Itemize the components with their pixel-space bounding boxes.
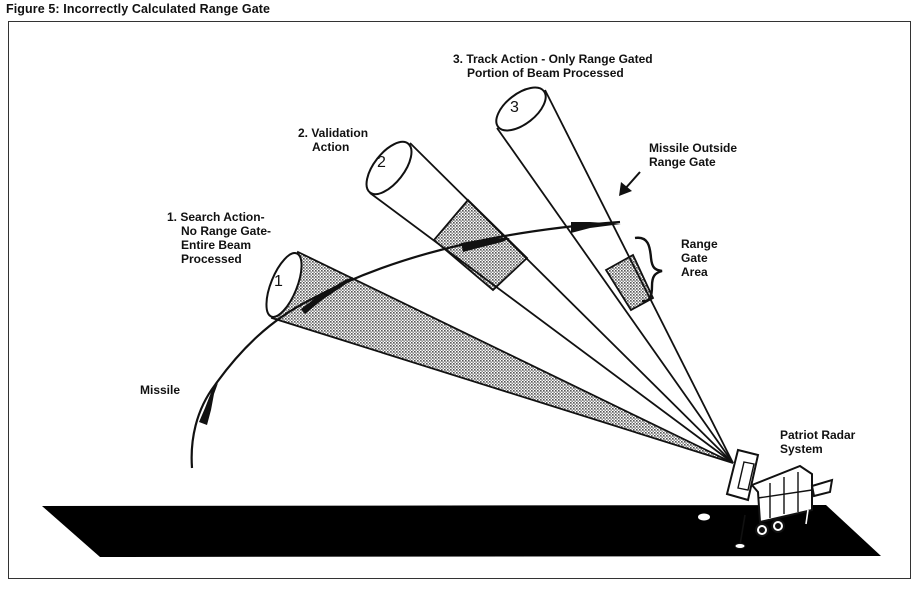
beam-3-label: 3. Track Action - Only Range Gated Porti… <box>453 52 653 80</box>
missile-icon-beam-2 <box>461 238 510 252</box>
beam-1-label: 1. Search Action- No Range Gate- Entire … <box>167 210 271 266</box>
patriot-radar-label: Patriot Radar System <box>780 428 855 456</box>
range-gate-brace-icon <box>634 236 663 303</box>
missile-icon-beam-3 <box>571 222 621 233</box>
beam-1-number: 1 <box>274 273 283 290</box>
missile-label: Missile <box>140 383 181 397</box>
figure-frame <box>8 21 911 579</box>
beam-3-number: 3 <box>510 99 519 116</box>
beam-1-label-line: No Range Gate- <box>181 224 272 238</box>
range-gate-area-label: Range Gate Area <box>681 237 718 279</box>
missile-icon-launch <box>199 383 218 425</box>
range-gate-area-line: Gate <box>681 251 708 265</box>
beam-2-label-line: Action <box>312 140 350 154</box>
range-gate-area-line: Area <box>681 265 708 279</box>
beam-3-label-line: Portion of Beam Processed <box>467 66 624 80</box>
beam-2-number: 2 <box>377 154 386 171</box>
beam-3 <box>495 86 734 464</box>
beam-1-label-line: Entire Beam <box>181 238 252 252</box>
patriot-radar-line: Patriot Radar <box>780 428 856 442</box>
beam-3-aperture <box>495 86 547 132</box>
ground-plane <box>42 505 881 557</box>
beam-1-label-line: 1. Search Action- <box>167 210 265 224</box>
patriot-radar-line: System <box>780 442 823 456</box>
missile-outside-line: Range Gate <box>649 155 716 169</box>
patriot-radar-icon <box>698 448 834 549</box>
beam-1-label-line: Processed <box>181 252 242 266</box>
missile-icon-beam-1 <box>301 277 353 314</box>
beam-2-aperture <box>365 140 413 196</box>
missile-outside-line: Missile Outside <box>649 141 738 155</box>
beam-1-aperture <box>265 252 303 318</box>
beam-3-range-gate-segment <box>604 253 655 312</box>
beam-2-label: 2. Validation Action <box>298 126 368 154</box>
figure-title: Figure 5: Incorrectly Calculated Range G… <box>6 2 271 16</box>
beam-1 <box>265 250 734 464</box>
range-gate-area-line: Range <box>681 237 718 251</box>
missile-outside-label: Missile Outside Range Gate <box>649 141 737 169</box>
beam-2-label-line: 2. Validation <box>298 126 369 140</box>
beam-3-label-line: 3. Track Action - Only Range Gated <box>453 52 653 66</box>
arrow-icon <box>619 171 641 196</box>
